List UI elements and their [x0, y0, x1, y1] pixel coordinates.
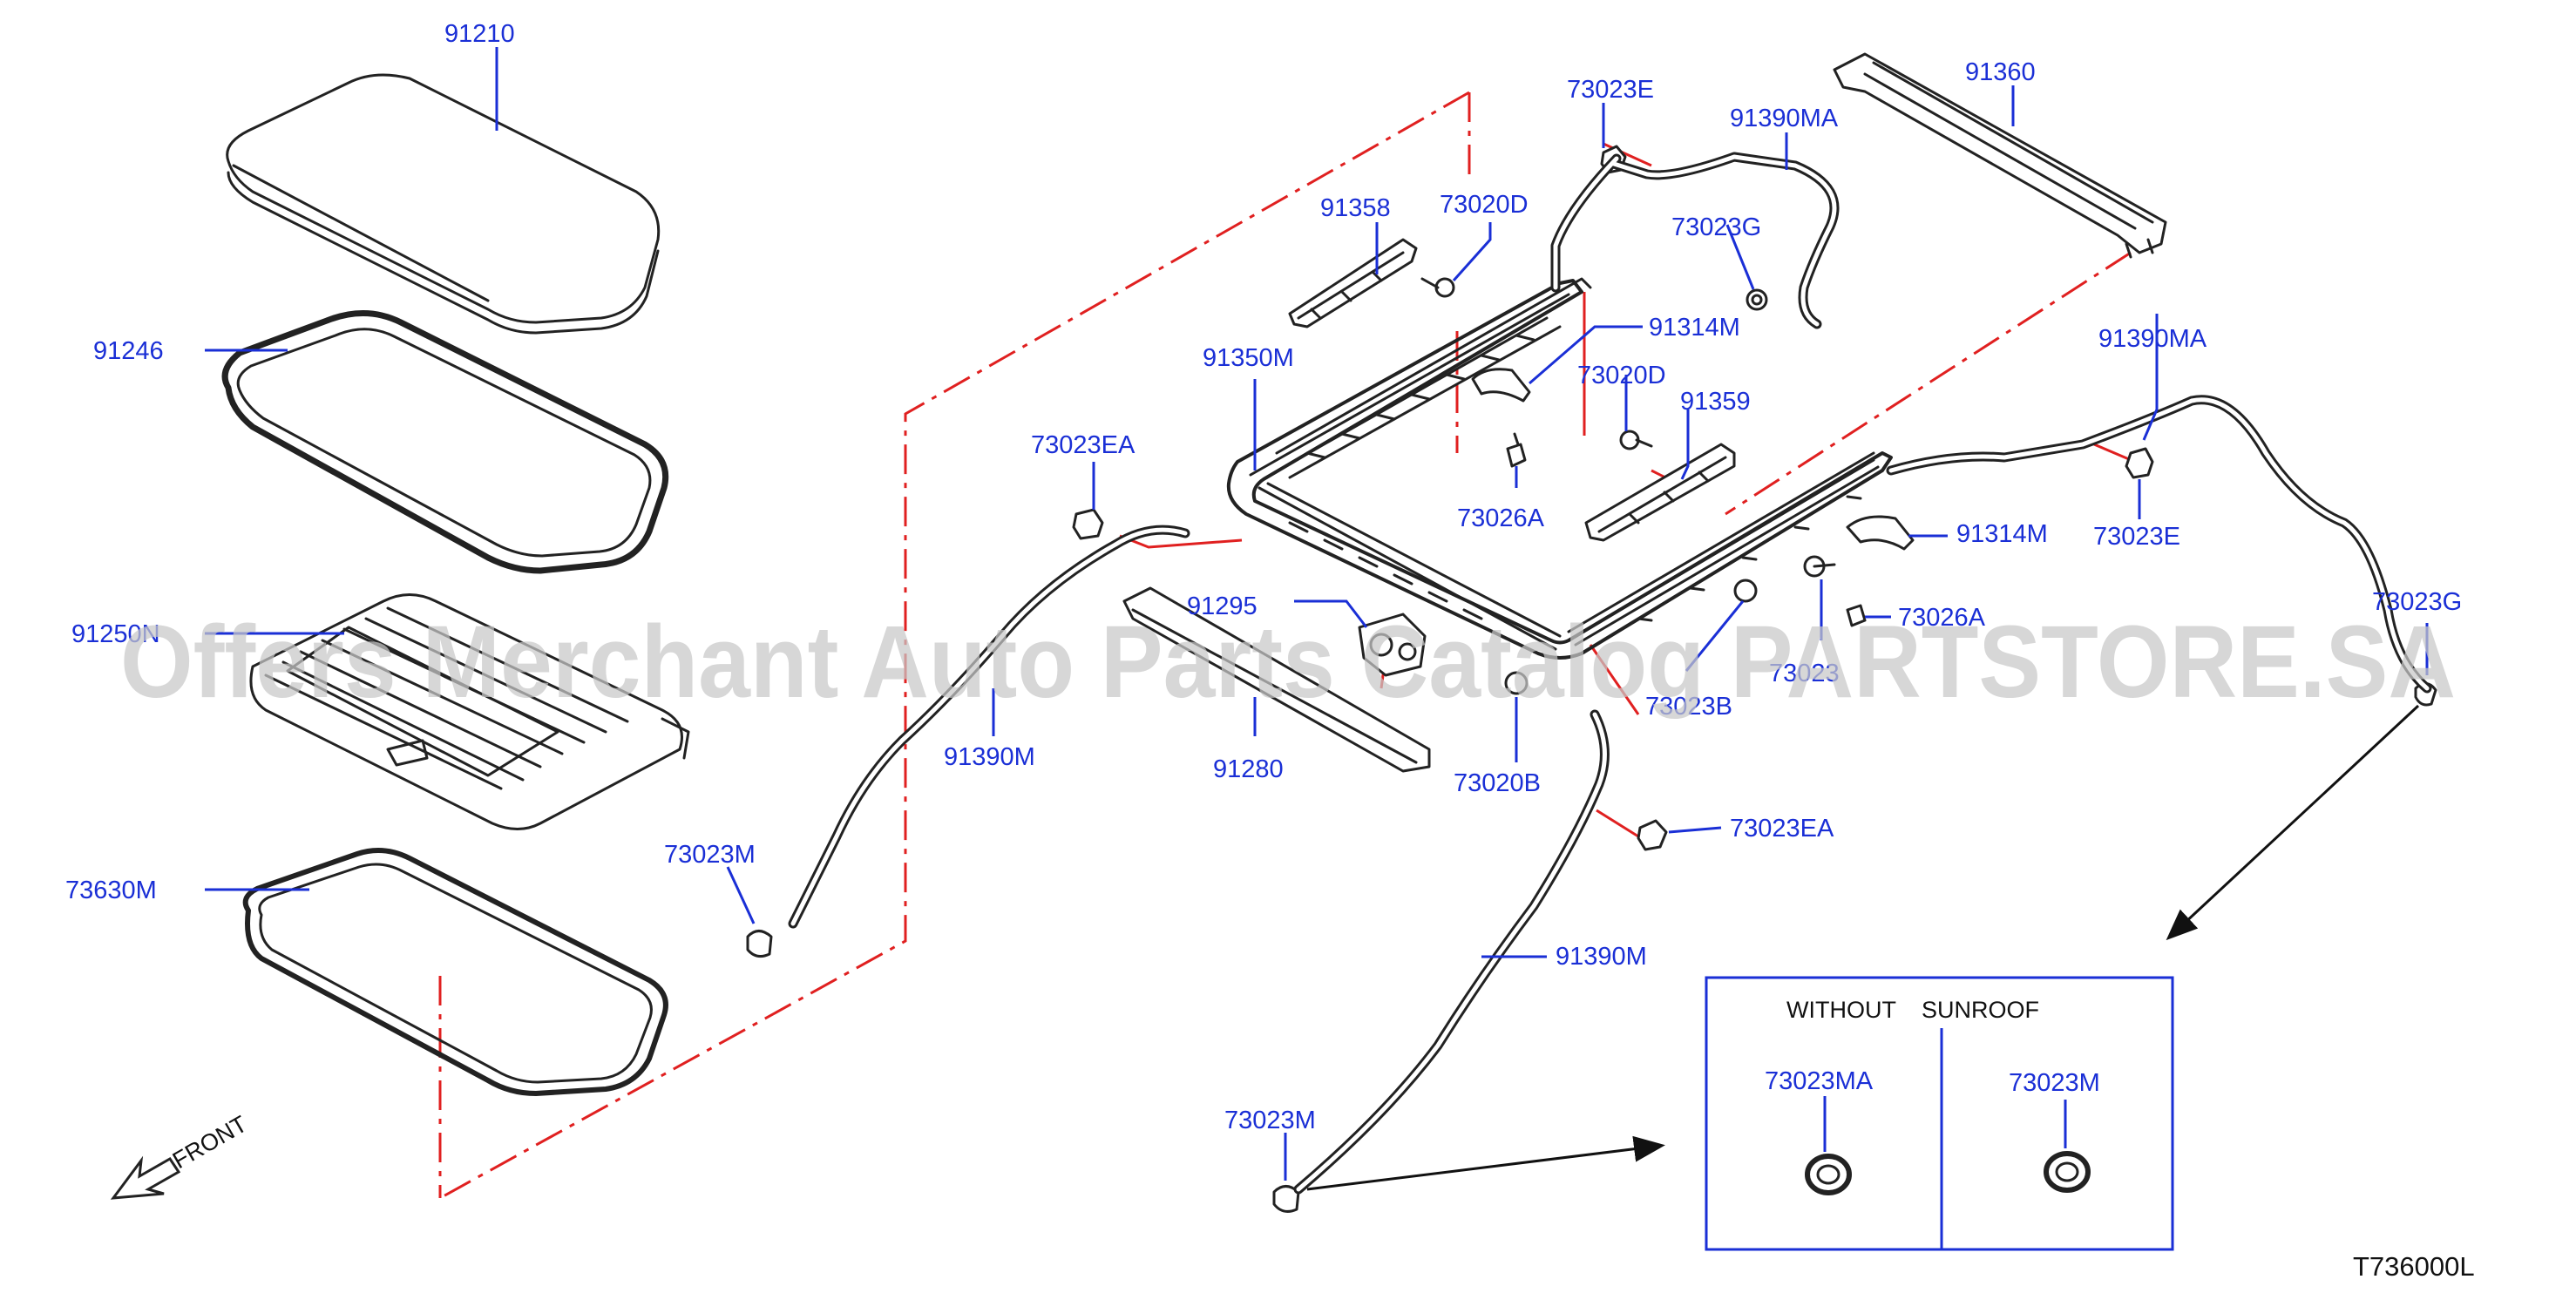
label-91350m: 91350M: [1203, 344, 1294, 372]
wind-deflector-91360[interactable]: [1833, 52, 2167, 259]
label-73023m-bottom: 73023M: [1224, 1107, 1316, 1134]
label-73023g-right: 73023G: [2372, 588, 2462, 616]
screw-73020b: [1504, 671, 1529, 695]
label-73020b: 73020B: [1454, 769, 1541, 797]
label-91360: 91360: [1965, 58, 2036, 86]
bracket-91314m-right[interactable]: [1846, 515, 1915, 551]
label-91390m-left: 91390M: [944, 743, 1035, 771]
label-91314m-top: 91314M: [1649, 314, 1740, 342]
label-91280: 91280: [1213, 755, 1284, 783]
grommet-73023m-icon: [2044, 1151, 2091, 1193]
drain-hoses: [788, 152, 2432, 1195]
label-73630m: 73630M: [65, 877, 157, 904]
label-73023e-top: 73023E: [1567, 76, 1654, 104]
drain-bracket-91359[interactable]: [1584, 443, 1736, 542]
label-73023-partial: 73023: [1769, 660, 1840, 687]
clip-73023e-right: [2125, 447, 2154, 479]
label-91390ma-top: 91390MA: [1730, 105, 1839, 132]
label-73023ea-mid: 73023EA: [1730, 815, 1834, 843]
label-91358: 91358: [1320, 194, 1391, 222]
weatherstrip-seal-91246[interactable]: [221, 310, 669, 574]
clip-73023ea-left: [1072, 508, 1104, 540]
grommet-73023ma-icon: [1805, 1154, 1852, 1195]
front-direction-indicator: FRONT: [110, 1111, 252, 1200]
label-91246: 91246: [93, 337, 164, 365]
screw-73026a-right: [1846, 604, 1867, 627]
inset-label-73023ma: 73023MA: [1765, 1067, 1874, 1095]
label-73023m-left: 73023M: [664, 841, 756, 869]
bracket-91314m-top[interactable]: [1471, 368, 1531, 403]
label-73020d-mid: 73020D: [1577, 362, 1666, 389]
drain-bracket-91358[interactable]: [1288, 238, 1418, 328]
front-label: FRONT: [168, 1111, 252, 1174]
label-91314m-right: 91314M: [1956, 520, 2048, 548]
pointer-arrows: [1306, 704, 2420, 1191]
sunroof-motor-91295[interactable]: [1358, 613, 1427, 677]
diagram-id: T736000L: [2353, 1251, 2475, 1282]
label-91210: 91210: [444, 20, 515, 48]
without-sunroof-inset: WITHOUT SUNROOF 73023MA 73023M: [1705, 976, 2174, 1251]
label-91390ma-right: 91390MA: [2098, 325, 2207, 353]
sunroof-frame-91350m[interactable]: [1226, 277, 1893, 660]
label-91390m-bottom: 91390M: [1556, 943, 1647, 971]
glass-panel-91210[interactable]: [226, 73, 661, 335]
leader-lines: [205, 47, 2429, 1181]
callout-labels: 91210 91246 91250N 73630M 73023M 91390M …: [65, 20, 2462, 1134]
label-91359: 91359: [1680, 388, 1751, 416]
inset-label-73023m: 73023M: [2009, 1069, 2100, 1097]
grommet-73023m-left: [746, 930, 773, 958]
label-73020d-top: 73020D: [1440, 191, 1529, 219]
clip-73023ea-mid: [1637, 819, 1668, 851]
frame-seal-73630m[interactable]: [242, 848, 668, 1096]
grommet-73023g-top: [1746, 288, 1768, 311]
grommet-73023m-bottom: [1272, 1185, 1300, 1213]
sunshade-assembly-91250n[interactable]: [249, 593, 690, 830]
label-73023e-right: 73023E: [2093, 523, 2180, 551]
watermark-text: Offers Merchant Auto Parts Catalog PARTS…: [120, 605, 2456, 720]
label-73023b: 73023B: [1645, 693, 1732, 721]
inset-title-without: WITHOUT: [1786, 997, 1896, 1023]
label-73023g-top: 73023G: [1671, 213, 1761, 241]
label-91250n: 91250N: [71, 620, 160, 648]
label-73026a-right: 73026A: [1898, 604, 1986, 632]
inset-title-sunroof: SUNROOF: [1922, 997, 2039, 1023]
rear-member-91280[interactable]: [1122, 586, 1431, 773]
label-91295: 91295: [1187, 592, 1257, 620]
screw-73026a-left: [1506, 443, 1527, 468]
nut-73023b: [1733, 579, 1758, 603]
drain-hose-91390m-left: [788, 525, 1190, 929]
label-73026a-left: 73026A: [1457, 504, 1545, 532]
label-73023ea-left: 73023EA: [1031, 431, 1135, 459]
front-arrow-icon: [110, 1155, 181, 1200]
